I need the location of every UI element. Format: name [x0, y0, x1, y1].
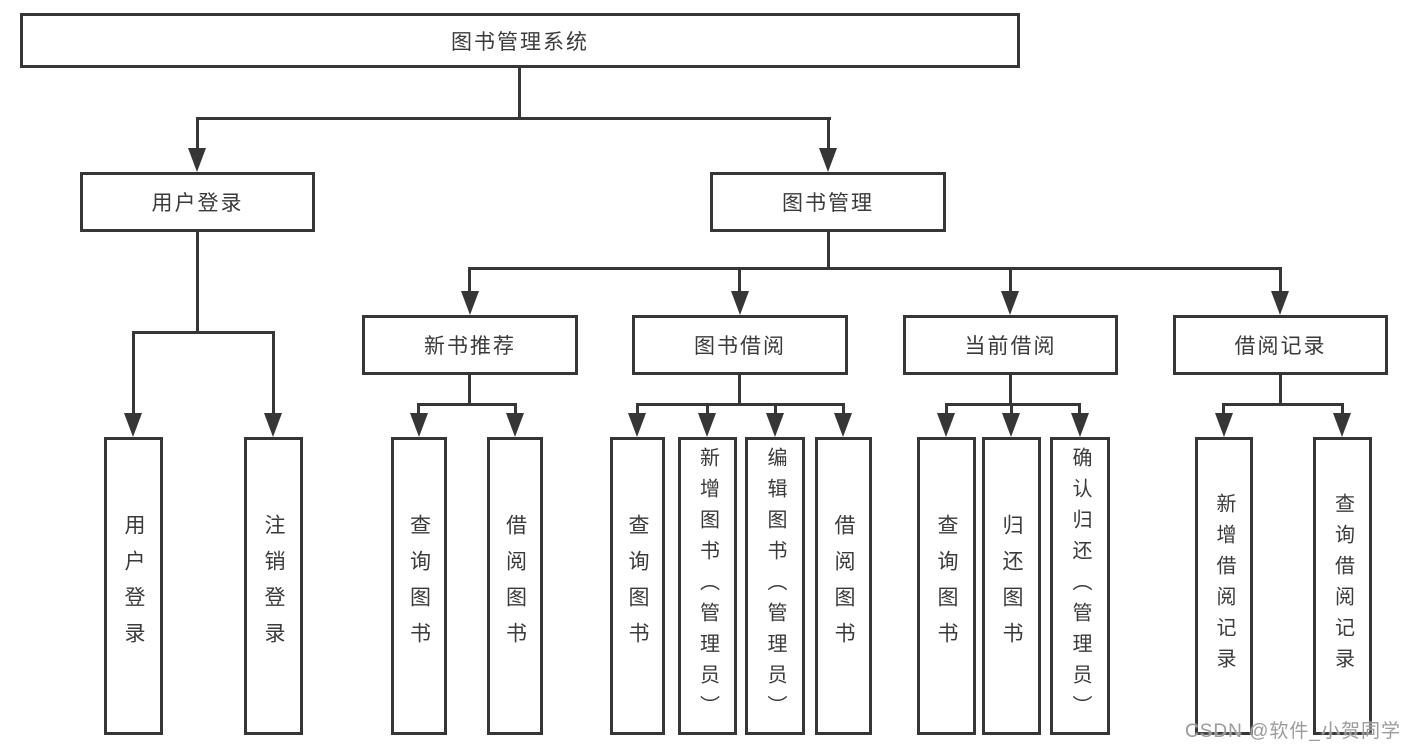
csdn-watermark: CSDN @软件_小贺同学 — [1185, 721, 1401, 742]
connector-line — [636, 403, 845, 406]
connector-line — [706, 403, 709, 413]
leaf-add-borrow-record-label: 新增借阅记录 — [1213, 493, 1235, 679]
leaf-logout-label: 注销登录 — [262, 514, 285, 658]
connector-line — [468, 375, 471, 406]
node-book-management: 图书管理 — [710, 172, 946, 232]
leaf-add-borrow-record: 新增借阅记录 — [1195, 437, 1253, 735]
arrow-down — [834, 413, 852, 437]
arrow-down — [1001, 291, 1019, 315]
arrow-down — [628, 413, 646, 437]
node-user-login: 用户登录 — [80, 172, 315, 232]
connector-line — [272, 331, 275, 413]
node-root-label: 图书管理系统 — [451, 30, 589, 54]
connector-line — [945, 403, 1081, 406]
arrow-down — [1271, 291, 1289, 315]
node-borrowing-records-label: 借阅记录 — [1234, 335, 1327, 358]
arrow-down — [819, 148, 837, 172]
arrow-down — [1071, 413, 1089, 437]
connector-line — [636, 403, 639, 413]
node-current-borrowing-label: 当前借阅 — [964, 335, 1057, 358]
leaf-logout: 注销登录 — [244, 437, 303, 735]
connector-line — [132, 331, 275, 334]
connector-line — [827, 232, 830, 270]
connector-line — [738, 375, 741, 406]
leaf-query-books-2: 查询图书 — [610, 437, 665, 735]
connector-line — [1010, 403, 1013, 413]
leaf-user-login: 用户登录 — [104, 437, 163, 735]
node-book-borrowing: 图书借阅 — [632, 315, 848, 375]
arrow-down — [188, 148, 206, 172]
node-current-borrowing: 当前借阅 — [903, 315, 1118, 375]
leaf-query-books-3-label: 查询图书 — [935, 514, 958, 658]
connector-line — [842, 403, 845, 413]
connector-line — [1279, 267, 1282, 291]
connector-line — [827, 117, 830, 148]
leaf-query-borrow-record: 查询借阅记录 — [1313, 437, 1372, 735]
arrow-down — [506, 413, 524, 437]
arrow-down — [937, 413, 955, 437]
arrow-down — [124, 413, 142, 437]
arrow-down — [698, 413, 716, 437]
connector-line — [774, 403, 777, 413]
node-borrowing-records: 借阅记录 — [1173, 315, 1388, 375]
leaf-query-books-1-label: 查询图书 — [407, 514, 431, 658]
node-book-management-label: 图书管理 — [782, 192, 874, 215]
leaf-return-books: 归还图书 — [982, 437, 1041, 735]
connector-line — [518, 68, 521, 118]
connector-line — [1279, 375, 1282, 406]
node-new-book-recommend-label: 新书推荐 — [424, 335, 516, 358]
connector-line — [468, 267, 471, 291]
connector-line — [1222, 403, 1344, 406]
arrow-down — [731, 291, 749, 315]
connector-line — [196, 117, 831, 120]
leaf-query-borrow-record-label: 查询借阅记录 — [1331, 493, 1354, 679]
leaf-confirm-return-admin-label: 确认归还（管理员） — [1069, 446, 1091, 726]
arrow-down — [766, 413, 784, 437]
connector-line — [1009, 375, 1012, 406]
leaf-query-books-1: 查询图书 — [391, 437, 447, 735]
connector-line — [738, 267, 741, 291]
connector-line — [196, 232, 199, 334]
leaf-return-books-label: 归还图书 — [1000, 514, 1023, 658]
leaf-edit-books-admin-label: 编辑图书（管理员） — [764, 446, 786, 726]
node-root: 图书管理系统 — [20, 13, 1020, 68]
leaf-user-login-label: 用户登录 — [122, 514, 145, 658]
connector-line — [1078, 403, 1081, 413]
leaf-query-books-2-label: 查询图书 — [626, 514, 649, 658]
node-user-login-label: 用户登录 — [151, 192, 244, 215]
leaf-query-books-3: 查询图书 — [917, 437, 976, 735]
connector-line — [1222, 403, 1225, 413]
connector-line — [468, 267, 1282, 270]
connector-line — [945, 403, 948, 413]
leaf-confirm-return-admin: 确认归还（管理员） — [1050, 437, 1110, 735]
connector-line — [196, 117, 199, 148]
arrow-down — [1002, 413, 1020, 437]
node-new-book-recommend: 新书推荐 — [362, 315, 578, 375]
arrow-down — [264, 413, 282, 437]
leaf-borrow-books-1: 借阅图书 — [487, 437, 543, 735]
leaf-borrow-books-2-label: 借阅图书 — [832, 514, 855, 658]
node-book-borrowing-label: 图书借阅 — [694, 335, 786, 358]
arrow-down — [410, 413, 428, 437]
connector-line — [1009, 267, 1012, 291]
leaf-borrow-books-1-label: 借阅图书 — [503, 514, 527, 658]
connector-line — [514, 403, 517, 413]
arrow-down — [1333, 413, 1351, 437]
connector-line — [132, 331, 135, 413]
leaf-add-books-admin: 新增图书（管理员） — [678, 437, 737, 735]
leaf-add-books-admin-label: 新增图书（管理员） — [696, 446, 719, 726]
leaf-edit-books-admin: 编辑图书（管理员） — [745, 437, 805, 735]
arrow-down — [1215, 413, 1233, 437]
leaf-borrow-books-2: 借阅图书 — [815, 437, 872, 735]
connector-line — [1341, 403, 1344, 413]
connector-line — [417, 403, 420, 413]
connector-line — [417, 403, 517, 406]
arrow-down — [461, 291, 479, 315]
